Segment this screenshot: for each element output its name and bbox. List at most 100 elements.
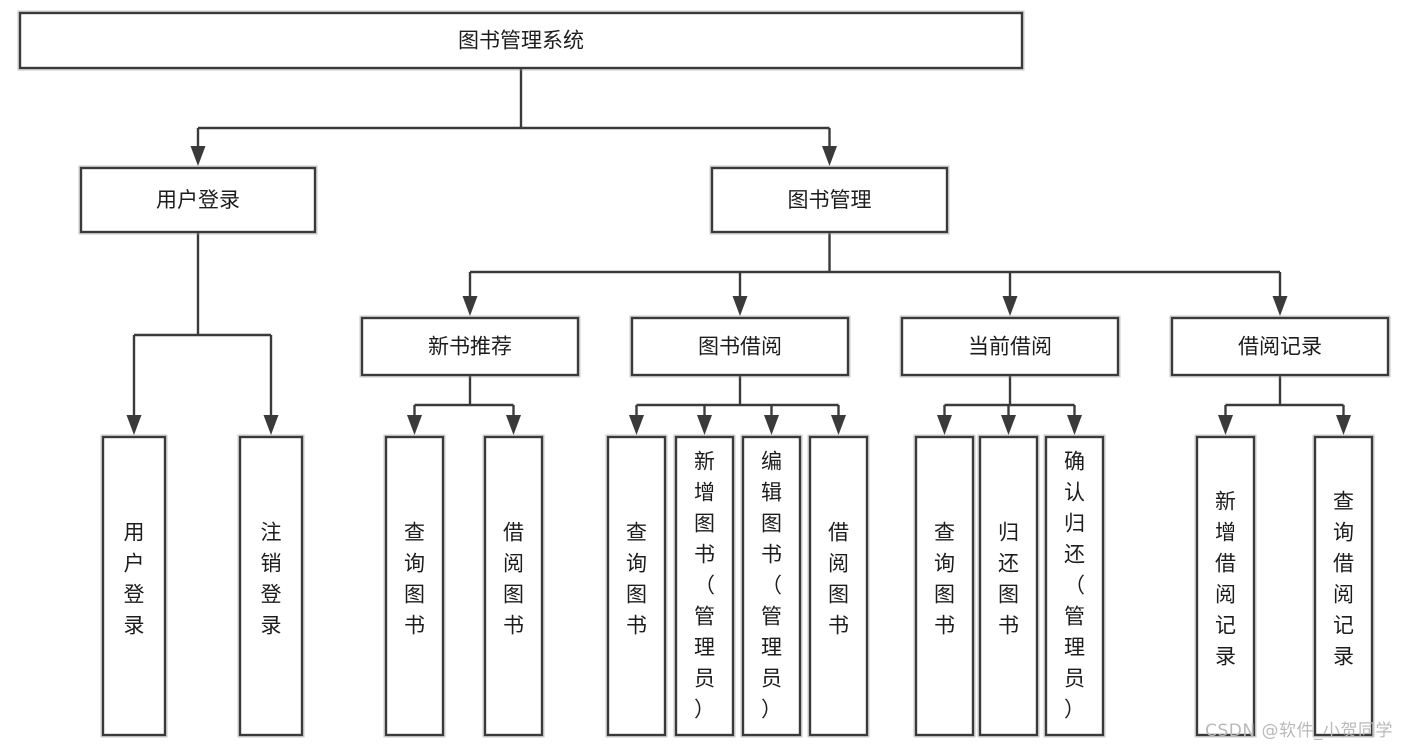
arrow-head-icon	[1001, 415, 1016, 435]
arrow-head-icon	[764, 415, 779, 435]
node-label: 图书借阅	[698, 335, 782, 359]
node-layer: 图书管理系统用户登录图书管理新书推荐图书借阅当前借阅借阅记录用户登录注销登录查询…	[17, 10, 1391, 738]
node-box[interactable]	[674, 435, 735, 737]
node-label: 图书管理	[788, 188, 872, 212]
arrow-head-icon	[831, 415, 846, 435]
node-box-outline	[482, 434, 545, 738]
node-box[interactable]	[1170, 316, 1390, 377]
node-leaf-user-login[interactable]: 用户登录	[100, 434, 168, 738]
arrow-head-icon	[190, 146, 206, 166]
connector-group-new-book-rec	[407, 375, 521, 435]
arrow-head-icon	[1336, 415, 1351, 435]
node-borrow-record[interactable]: 借阅记录	[1169, 315, 1391, 378]
arrow-head-icon	[1272, 296, 1288, 316]
node-leaf-borrow-query[interactable]: 查询图书	[605, 434, 668, 738]
arrow-head-icon	[697, 415, 712, 435]
node-box[interactable]	[741, 435, 802, 737]
node-leaf-user-logout[interactable]: 注销登录	[237, 434, 305, 738]
node-label: 查询借阅记录	[1333, 490, 1354, 669]
node-label: 借阅图书	[503, 521, 524, 638]
node-box[interactable]	[606, 435, 667, 737]
node-label: 借阅图书	[828, 521, 849, 638]
node-box[interactable]	[914, 435, 975, 737]
arrow-head-icon	[822, 146, 837, 166]
arrow-head-icon	[1002, 296, 1018, 316]
arrow-head-icon	[263, 415, 279, 435]
node-box[interactable]	[1195, 435, 1256, 737]
node-box[interactable]	[1044, 435, 1105, 737]
arrow-head-icon	[506, 415, 521, 435]
node-label: 确认归还（管理员）	[1064, 450, 1085, 722]
node-leaf-cur-return[interactable]: 归还图书	[977, 434, 1040, 738]
node-label: 新增图书（管理员）	[694, 450, 715, 722]
node-box-outline	[17, 10, 1025, 71]
node-box-outline	[78, 165, 318, 235]
connector-group-borrow-record	[1218, 375, 1351, 435]
node-box[interactable]	[900, 316, 1120, 377]
node-box[interactable]	[101, 435, 167, 737]
node-book-manage[interactable]: 图书管理	[709, 165, 950, 235]
node-label: 查询图书	[934, 521, 955, 638]
node-box-outline	[673, 434, 736, 738]
arrow-head-icon	[937, 415, 952, 435]
node-leaf-cur-query[interactable]: 查询图书	[913, 434, 976, 738]
node-current-borrow[interactable]: 当前借阅	[899, 315, 1121, 378]
connector-layer	[126, 68, 1351, 435]
node-box[interactable]	[238, 435, 304, 737]
node-box[interactable]	[978, 435, 1039, 737]
node-leaf-rec-borrow[interactable]: 借阅图书	[482, 434, 545, 738]
connector-group-book-borrow	[629, 375, 846, 435]
node-box-outline	[1169, 315, 1391, 378]
node-box-outline	[1043, 434, 1106, 738]
node-box-outline	[977, 434, 1040, 738]
node-box-outline	[383, 434, 446, 738]
node-box-outline	[605, 434, 668, 738]
node-box[interactable]	[710, 166, 949, 234]
node-new-book-rec[interactable]: 新书推荐	[359, 315, 581, 378]
node-label: 用户登录	[156, 188, 240, 212]
arrow-head-icon	[407, 415, 422, 435]
node-label: 新增借阅记录	[1215, 490, 1236, 669]
node-box[interactable]	[483, 435, 544, 737]
connector-group-user-login	[126, 232, 279, 435]
node-box-outline	[237, 434, 305, 738]
node-label: 图书管理系统	[458, 29, 584, 53]
node-box-outline	[1312, 434, 1375, 738]
node-box[interactable]	[18, 11, 1024, 70]
node-leaf-rec-add[interactable]: 新增借阅记录	[1194, 434, 1257, 738]
node-label: 归还图书	[998, 521, 1019, 638]
node-leaf-borrow-add[interactable]: 新增图书（管理员）	[673, 434, 736, 738]
node-box[interactable]	[1313, 435, 1374, 737]
node-leaf-borrow-edit[interactable]: 编辑图书（管理员）	[740, 434, 803, 738]
node-user-login[interactable]: 用户登录	[78, 165, 318, 235]
node-box-outline	[740, 434, 803, 738]
node-label: 编辑图书（管理员）	[761, 450, 782, 722]
node-box[interactable]	[630, 316, 850, 377]
node-leaf-rec-query2[interactable]: 查询借阅记录	[1312, 434, 1375, 738]
arrow-head-icon	[629, 415, 644, 435]
node-box[interactable]	[79, 166, 317, 234]
arrow-head-icon	[1218, 415, 1233, 435]
node-box-outline	[100, 434, 168, 738]
arrow-head-icon	[732, 296, 748, 316]
node-box[interactable]	[808, 435, 869, 737]
arrow-head-icon	[1067, 415, 1082, 435]
arrow-head-icon	[126, 415, 142, 435]
node-box[interactable]	[360, 316, 580, 377]
node-leaf-rec-query[interactable]: 查询图书	[383, 434, 446, 738]
node-book-borrow[interactable]: 图书借阅	[629, 315, 851, 378]
node-leaf-borrow-lend[interactable]: 借阅图书	[807, 434, 870, 738]
node-box-outline	[899, 315, 1121, 378]
node-box[interactable]	[384, 435, 445, 737]
node-box-outline	[1194, 434, 1257, 738]
node-label: 用户登录	[124, 521, 145, 638]
node-label: 新书推荐	[428, 335, 512, 359]
node-box-outline	[709, 165, 950, 235]
connector-group-book-manage	[462, 232, 1288, 316]
node-leaf-cur-confirm[interactable]: 确认归还（管理员）	[1043, 434, 1106, 738]
node-root[interactable]: 图书管理系统	[17, 10, 1025, 71]
node-label: 当前借阅	[968, 335, 1052, 359]
connector-group-current-borrow	[937, 375, 1082, 435]
